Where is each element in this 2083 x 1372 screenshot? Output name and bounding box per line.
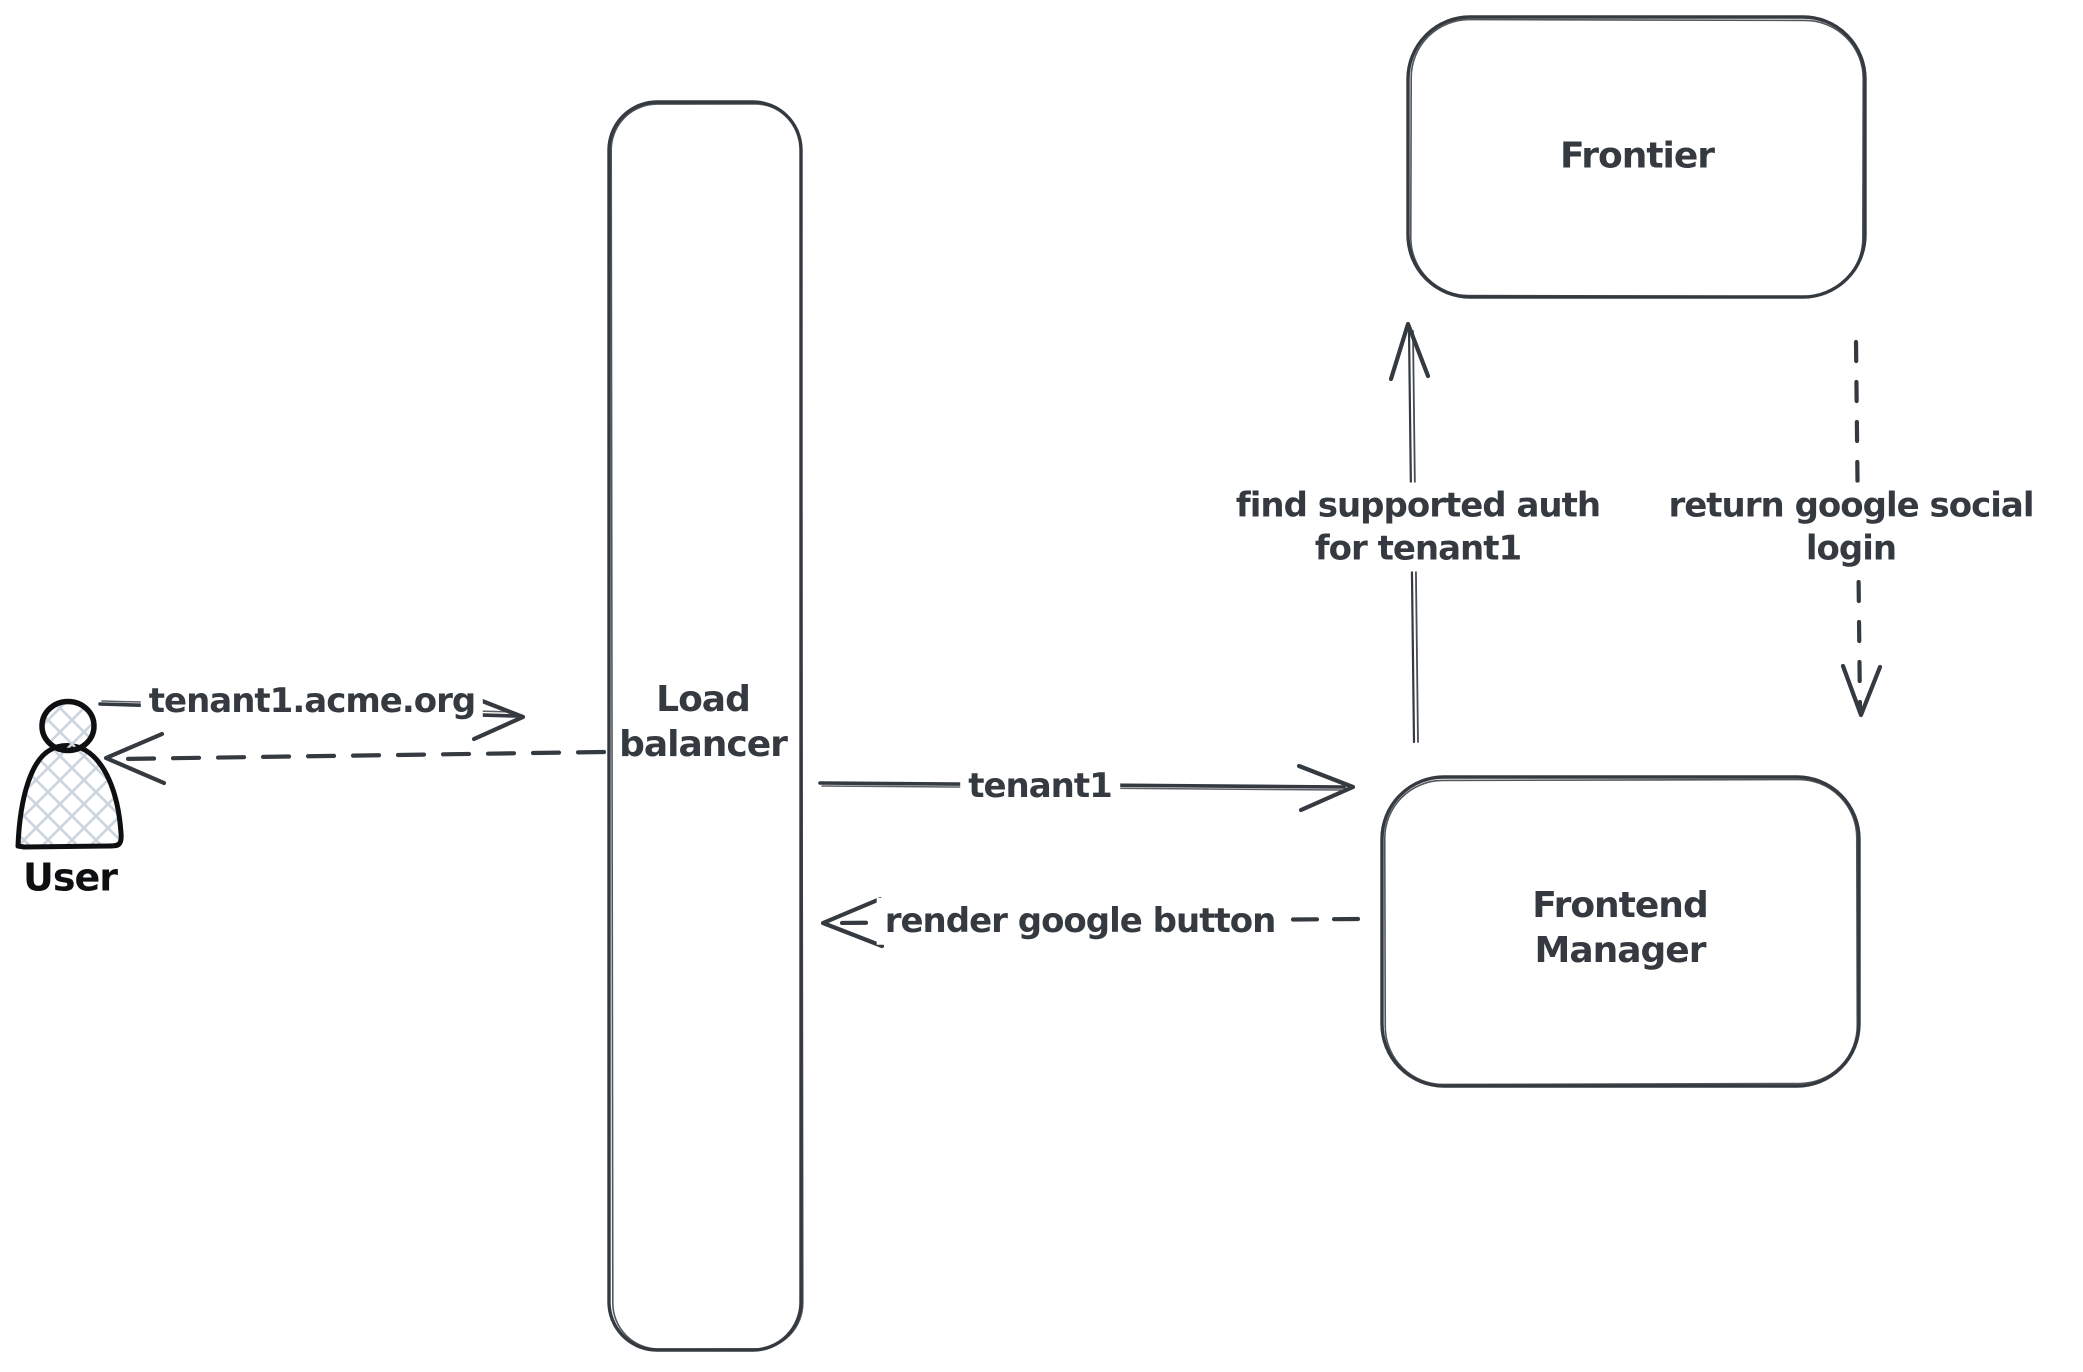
edge-user-to-lb-arrowhead: [469, 694, 526, 742]
edge-lb-to-user-arrowhead: [103, 731, 167, 786]
load-balancer-label-line1: Load: [656, 679, 751, 720]
edge-fm-to-lb-arrowhead: [820, 896, 885, 949]
user-node-label: User: [23, 855, 118, 900]
frontend-manager-node-label: Frontend Manager: [1532, 883, 1708, 973]
edge-label-return-google-social-login-line2: login: [1805, 528, 1897, 568]
edge-label-render-google-button: render google button: [876, 897, 1284, 945]
edge-label-tenant1: tenant1: [960, 762, 1120, 810]
edge-label-find-supported-auth-line2: for tenant1: [1314, 528, 1522, 568]
user-person-icon: [15, 698, 124, 850]
edge-label-tenant1-acme-org: tenant1.acme.org: [140, 677, 484, 725]
edge-lb-to-user-line: [115, 749, 607, 762]
edge-label-return-google-social-login-line1: return google social: [1668, 485, 2034, 526]
frontier-node-label: Frontier: [1559, 135, 1715, 177]
edge-label-find-supported-auth-line1: find supported auth: [1235, 485, 1601, 526]
load-balancer-box: [607, 100, 804, 1352]
frontend-manager-box: [1380, 775, 1861, 1088]
edge-label-find-supported-auth: find supported auth for tenant1: [1227, 482, 1609, 572]
edge-fm-to-frontier-arrowhead: [1388, 321, 1431, 382]
edge-lb-to-fm-arrowhead: [1296, 763, 1356, 813]
edge-lb-to-user: [103, 731, 607, 786]
edge-frontier-to-fm: [1840, 339, 1883, 718]
load-balancer-node-label: Load balancer: [619, 677, 788, 767]
frontend-manager-label-line1: Frontend: [1532, 885, 1708, 926]
frontier-box: [1406, 15, 1867, 299]
edge-label-return-google-social-login: return google social login: [1660, 482, 2042, 572]
load-balancer-label-line2: balancer: [619, 724, 788, 765]
edge-frontier-to-fm-arrowhead: [1840, 663, 1883, 718]
frontend-manager-label-line2: Manager: [1534, 930, 1707, 971]
